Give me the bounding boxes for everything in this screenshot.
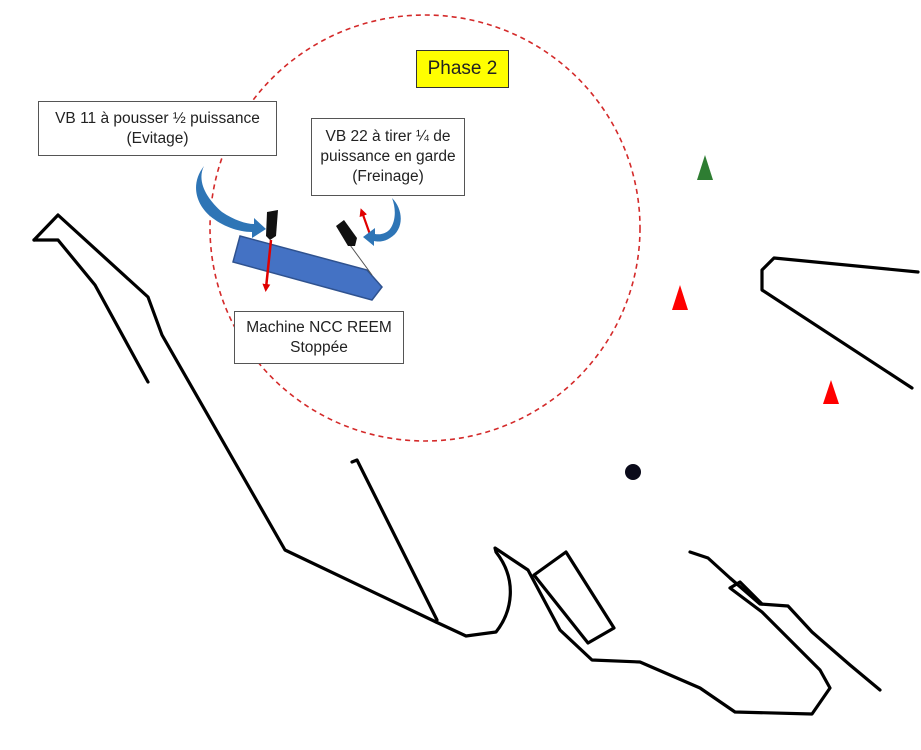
machine-status-line1: Machine NCC REEM [246,318,392,336]
port-buoy-1 [672,285,688,310]
machine-status-box: Machine NCC REEM Stoppée [234,311,404,364]
vb22-instruction-line1: VB 22 à tirer ¼ de [325,128,451,145]
turning-circle [209,14,641,442]
east-breakwater [760,256,920,390]
curved-arrow-icon [196,166,266,238]
vb22-instruction-line3: (Freinage) [352,168,424,185]
starboard-buoy [697,155,713,180]
port-buoy-2 [823,380,839,404]
quay-lines [32,213,920,716]
tug-icon [336,220,357,246]
west-breakwater-inner [32,238,150,384]
machine-status-line2: Stoppée [290,338,348,356]
inner-harbour-west [434,546,832,716]
tug-icon [266,210,278,240]
vb11-instruction-line1: VB 11 à pousser ½ puissance [55,109,260,127]
west-breakwater [32,213,438,624]
ship-icon [232,235,383,301]
anchor-point-icon [625,464,641,480]
vb11-instruction-box: VB 11 à pousser ½ puissance (Evitage) [38,101,277,156]
tug-vb11 [262,210,278,292]
tow-line [349,244,373,276]
dock-rectangle [532,550,616,645]
vb22-instruction-line2: puissance en garde [320,148,456,165]
phase-label: Phase 2 [416,50,509,88]
thrust-arrow-vb11 [262,239,273,292]
curved-arrow-icon [363,198,401,246]
phase-label-text: Phase 2 [427,58,498,79]
vb22-instruction-box: VB 22 à tirer ¼ de puissance en garde (F… [311,118,465,196]
vb11-instruction-line2: (Evitage) [126,129,189,147]
mole-jetty [350,458,439,622]
inner-harbour-east [688,550,882,692]
